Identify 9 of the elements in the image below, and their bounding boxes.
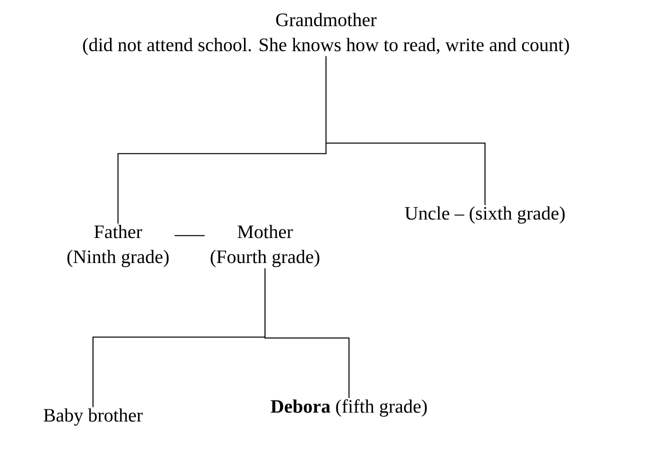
person-label: Baby brother [44,408,143,426]
person-label: Father (Ninth grade) [67,224,169,268]
person-label: Debora (fifth grade) [270,399,427,417]
person-label: Grandmother (did not attend school. She knows how to read, write and count) [83,12,569,56]
tree-line [264,268,350,399]
tree-line [326,56,486,206]
person-label: Uncle – (sixth grade) [404,206,565,224]
dash-line [174,235,206,236]
person-label: Mother (Fourth grade) [210,224,320,268]
